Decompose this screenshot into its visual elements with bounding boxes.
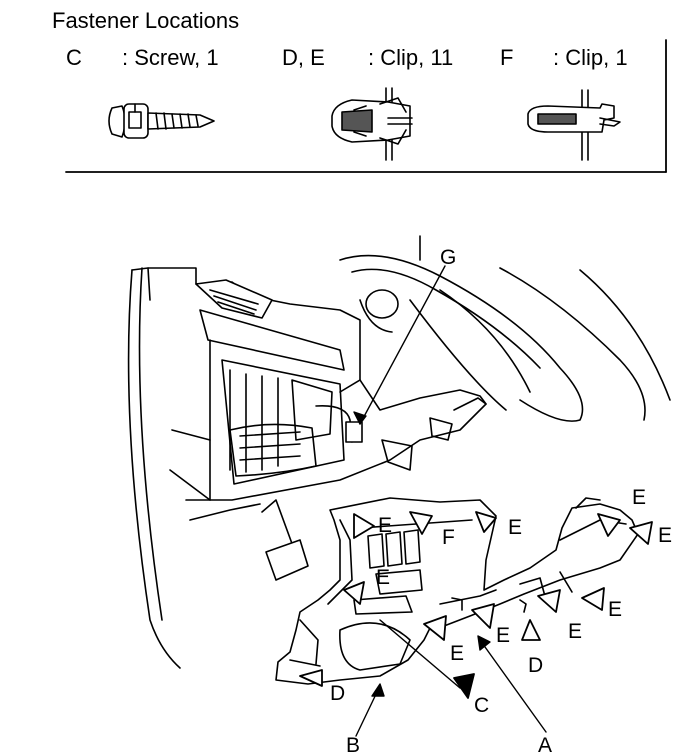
callout-e: E <box>568 620 582 643</box>
screw-icon <box>108 103 215 139</box>
legend-code-de: D, E <box>282 45 325 70</box>
air-vent <box>195 279 345 371</box>
clip-f-icon <box>527 89 621 161</box>
callout-e: E <box>376 566 390 589</box>
callout-e: E <box>496 624 510 647</box>
callout-a: A <box>538 734 552 756</box>
clip-e-marker <box>581 587 605 611</box>
legend-desc-c: : Screw, 1 <box>122 45 219 70</box>
callout-e: E <box>608 598 622 621</box>
clip-e-marker <box>537 589 561 613</box>
clip-e-marker <box>597 513 621 537</box>
callout-labels: G F A B C D D E E E E E E E E E <box>330 246 672 756</box>
callout-e: E <box>632 486 646 509</box>
clip-e-marker <box>353 513 375 539</box>
clip-d-marker <box>299 669 323 687</box>
legend-frame <box>65 39 667 173</box>
legend-code-f: F <box>500 45 514 70</box>
callout-e: E <box>508 516 522 539</box>
callout-b: B <box>346 734 360 756</box>
clip-e-marker <box>471 603 495 629</box>
clip-d-marker <box>521 619 541 641</box>
legend-code-c: C <box>66 45 82 70</box>
callout-f: F <box>442 526 455 549</box>
callout-c: C <box>474 694 489 717</box>
fastener-locations-title: Fastener Locations <box>52 8 240 33</box>
lower-cover-panel <box>275 497 639 685</box>
callout-g: G <box>440 246 456 269</box>
pedal <box>261 499 309 581</box>
clip-e-marker <box>423 615 447 641</box>
legend-desc-de: : Clip, 11 <box>368 45 454 70</box>
callout-e: E <box>378 514 392 537</box>
clip-markers <box>299 511 653 699</box>
callout-e: E <box>658 524 672 547</box>
lower-dash-cavity <box>169 339 487 521</box>
clip-f-marker <box>409 511 433 535</box>
steering-wheel <box>339 235 671 422</box>
callout-d: D <box>330 682 345 705</box>
clip-de-icon <box>331 87 413 161</box>
legend-desc-f: : Clip, 1 <box>553 45 628 70</box>
callout-d: D <box>528 654 543 677</box>
leader-lines <box>353 265 547 737</box>
clip-e-marker <box>475 511 497 533</box>
clip-e-marker <box>629 521 653 545</box>
screw-c-marker <box>453 673 475 699</box>
callout-e: E <box>450 642 464 665</box>
clip-e-marker <box>343 581 365 605</box>
